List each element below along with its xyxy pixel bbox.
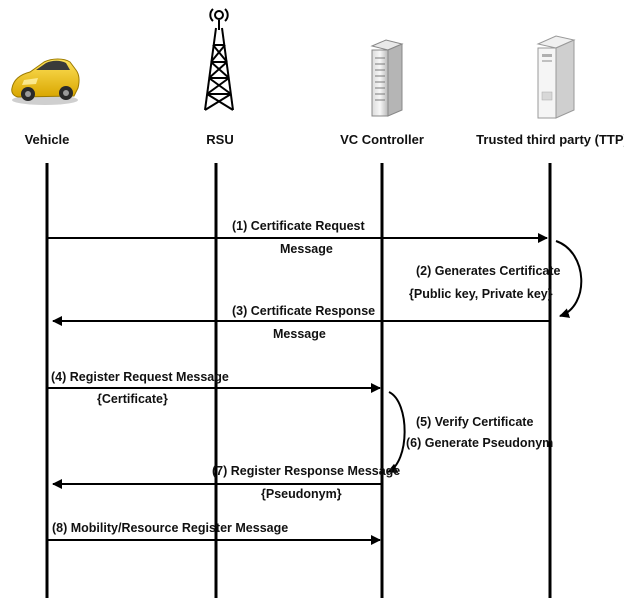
arrow-generate-certificate-loop (555, 240, 583, 318)
label-register-response-1: (7) Register Response Message (212, 464, 400, 478)
actor-label-vehicle: Vehicle (25, 132, 70, 147)
server-tower-icon (536, 35, 576, 119)
label-verify-certificate: (5) Verify Certificate (416, 415, 533, 429)
server-rack-icon (370, 39, 404, 117)
label-mobility-register: (8) Mobility/Resource Register Message (52, 521, 288, 535)
label-certificate-response-1: (3) Certificate Response (232, 304, 375, 318)
car-icon (11, 58, 80, 105)
label-generates-certificate-2: {Public key, Private key} (409, 287, 553, 301)
label-certificate-request-1: (1) Certificate Request (232, 219, 366, 233)
actor-label-vc-controller: VC Controller (340, 132, 424, 147)
label-register-response-2: {Pseudonym} (261, 487, 342, 501)
antenna-tower-icon (204, 8, 234, 111)
label-register-request-1: (4) Register Request Message (51, 370, 229, 384)
lifelines (45, 163, 552, 598)
label-certificate-response-2: Message (273, 327, 326, 341)
arrow-verify-loop (387, 391, 406, 473)
label-generates-certificate-1: (2) Generates Certificate (416, 264, 561, 278)
label-generate-pseudonym: (6) Generate Pseudonym (406, 436, 553, 450)
label-register-request-2: {Certificate} (97, 392, 168, 406)
actor-label-ttp: Trusted third party (TTP) (476, 132, 624, 147)
label-certificate-request-2: Message (280, 242, 333, 256)
actor-label-rsu: RSU (206, 132, 233, 147)
